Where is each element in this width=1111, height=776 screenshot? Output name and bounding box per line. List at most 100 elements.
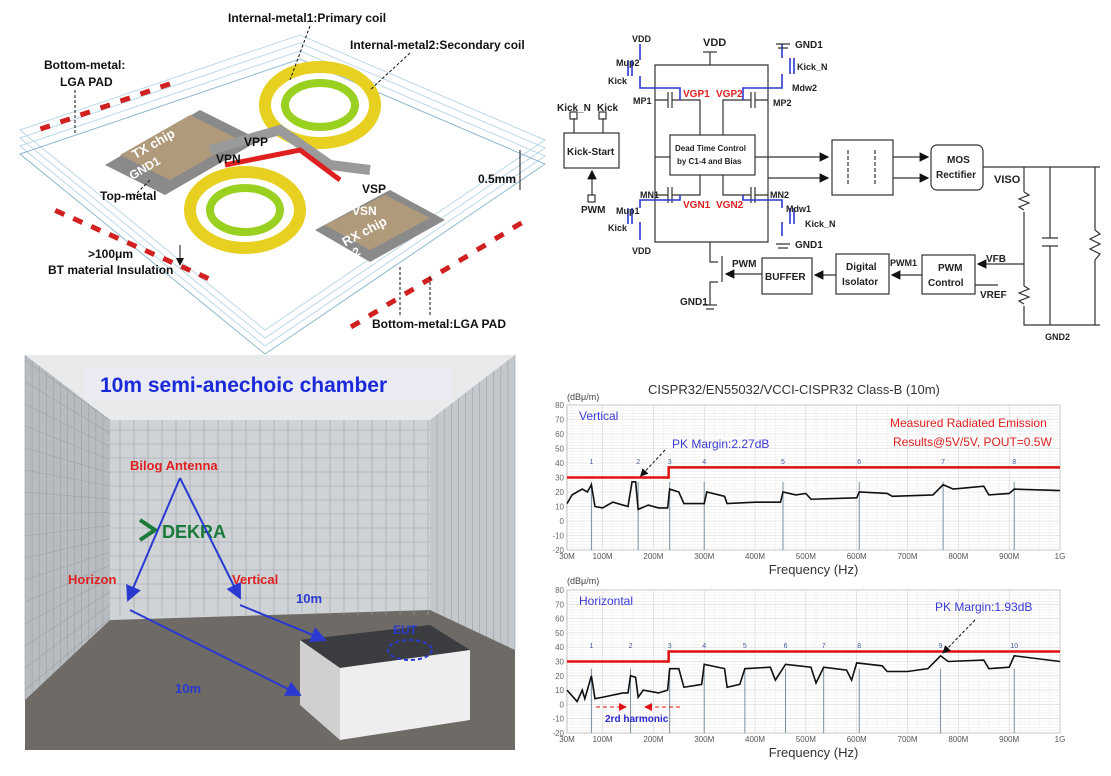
y-tick-label: 10 [555, 686, 564, 695]
lga-pad [108, 232, 120, 241]
bottom-pad-label: Bottom-metal:LGA PAD [372, 317, 506, 331]
grid-line [24, 551, 111, 581]
lga-pad [39, 123, 51, 132]
peak-marker-label: 2 [629, 643, 633, 650]
lga-pad [198, 272, 210, 281]
x-tick-label: 600M [847, 735, 867, 744]
chart-title: CISPR32/EN55032/VCCI-CISPR32 Class-B (10… [648, 382, 940, 397]
pwm1-label: PWM1 [890, 258, 917, 268]
vdd-low-label: VDD [632, 246, 652, 256]
y-tick-label: 60 [555, 615, 564, 624]
vfb-label: VFB [986, 254, 1006, 265]
kick-transistors [627, 44, 795, 240]
grid-line [24, 512, 111, 515]
lga-pad [421, 275, 433, 286]
grid-line [24, 591, 111, 647]
y-tick-label: 10 [555, 503, 564, 512]
gnd2-label: GND2 [1045, 332, 1070, 342]
kick-n-label: Kick_N [797, 62, 828, 72]
schematic-labels: VDD VDD VDD GND1 GND1 GND1 GND2 Mup2 Mup… [557, 34, 1070, 342]
x-tick-label: 200M [643, 735, 663, 744]
horizon-label: Horizon [68, 572, 116, 587]
dead-time-control-block [669, 134, 756, 176]
mos-rectifier-block [930, 144, 984, 191]
chamber-photo: 10m semi-anechoic chamber Bilog Antenna … [24, 355, 516, 750]
vgp1-label: VGP1 [683, 89, 710, 100]
vdd-up-label: VDD [632, 34, 652, 44]
vdd-top-label: VDD [703, 37, 726, 49]
limit-line [567, 650, 1060, 663]
pk-margin-label: PK Margin:2.27dB [672, 437, 769, 451]
x-tick-label: 300M [694, 735, 714, 744]
y-tick-label: 30 [555, 474, 564, 483]
x-tick-label: 900M [999, 735, 1019, 744]
x-tick-label: 400M [745, 552, 765, 561]
y-tick-label: 20 [555, 488, 564, 497]
distance-label: 10m [296, 591, 322, 606]
y-tick-label: 50 [555, 445, 564, 454]
y-tick-label: 70 [555, 416, 564, 425]
grid-line [24, 491, 111, 500]
peak-marker-label: 10 [1010, 643, 1018, 650]
mdw1-label: Mdw1 [786, 204, 811, 214]
primary-coil-label: Internal-metal1:Primary coil [228, 11, 386, 25]
x-tick-label: 200M [643, 552, 663, 561]
grid-line [24, 564, 111, 603]
grid-line [24, 447, 111, 474]
vsn-label: VSN [352, 204, 377, 218]
lga-pad [144, 248, 156, 257]
mp1-label: MP1 [633, 96, 652, 106]
dekra-logo: DEKRA [162, 522, 226, 542]
eut-label: EUT [393, 623, 418, 637]
lga-pad [493, 231, 505, 242]
kick-start-kick-n-label: Kick_N [557, 103, 591, 114]
y-tick-label: -20 [552, 729, 564, 738]
coils [184, 61, 381, 254]
x-tick-label: 300M [694, 552, 714, 561]
vgn1-label: VGN1 [683, 200, 711, 211]
lga-pad [439, 264, 451, 275]
lga-pad [59, 116, 71, 125]
x-tick-label: 700M [898, 735, 918, 744]
mn1-label: MN1 [640, 190, 659, 200]
x-tick-label: 400M [745, 735, 765, 744]
vsp-label: VSP [362, 182, 386, 196]
emission-note: Measured Radiated Emission [890, 416, 1047, 430]
peak-marker-label: 2 [636, 459, 640, 466]
peak-marker-label: 6 [857, 459, 861, 466]
lga-pad [90, 224, 102, 233]
kick-n-label: Kick_N [805, 219, 836, 229]
x-tick-label: 1G [1055, 552, 1066, 561]
limit-line [567, 466, 1060, 479]
peak-marker-label: 4 [702, 643, 706, 650]
y-tick-label: 80 [555, 401, 564, 410]
pwm-control-label: PWM [938, 263, 962, 274]
absorber-grid [24, 355, 516, 700]
peak-marker-label: 5 [781, 459, 785, 466]
vgn2-label: VGN2 [716, 200, 744, 211]
peak-marker-label: 5 [743, 643, 747, 650]
emission-charts: CISPR32/EN55032/VCCI-CISPR32 Class-B (10… [552, 382, 1065, 760]
gnd1-mid-label: GND1 [795, 240, 823, 251]
y-tick-label: 0 [560, 517, 565, 526]
pk-margin-label: PK Margin:1.93dB [935, 600, 1032, 614]
thickness-label: 0.5mm [478, 172, 516, 186]
vertical-label: Vertical [232, 572, 278, 587]
emission-trace [566, 481, 1061, 511]
lga-pad [457, 253, 469, 264]
gnd1-bottom-label: GND1 [680, 297, 708, 308]
y-tick-label: 20 [555, 672, 564, 681]
vpp-label: VPP [244, 135, 268, 149]
y-tick-label: 40 [555, 643, 564, 652]
pwm-input-label: PWM [581, 205, 605, 216]
y-tick-label: 70 [555, 600, 564, 609]
peak-marker-label: 7 [822, 643, 826, 650]
y-tick-label: 80 [555, 586, 564, 595]
isolator-label: Isolator [842, 277, 878, 288]
y-tick-label: -20 [552, 546, 564, 555]
x-tick-label: 100M [593, 735, 613, 744]
lga-pad [367, 308, 379, 319]
lga-pad-label: LGA PAD [60, 75, 113, 89]
